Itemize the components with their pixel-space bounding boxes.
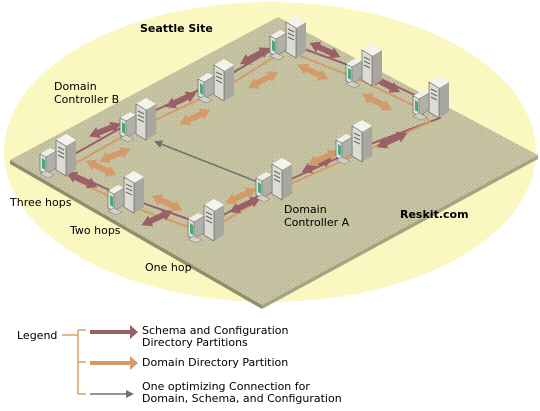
reskit-domain-plane [10,17,538,305]
site-label: Seattle Site [140,22,213,35]
three-hops-label: Three hops [10,196,72,209]
legend-item-schema-line1: Schema and Configuration [142,324,289,337]
legend-title: Legend [17,329,58,342]
domain-label: Reskit.com [400,208,469,221]
legend-bracket [62,329,86,395]
legend-item-optimizing-line1: One optimizing Connection for [142,380,310,393]
dc-b-label-line2: Controller B [54,93,120,106]
optimizing-connection-arrow [154,140,269,187]
dc-a-label-line2: Controller A [284,216,350,229]
dc-a-label-line1: Domain [284,203,327,216]
one-hop-label: One hop [145,261,192,274]
plane-edge-right [262,155,538,309]
plane-edge-left [10,160,262,309]
domain-partition-arrows [85,63,393,212]
two-hops-label: Two hops [70,224,121,237]
dc-b-label-line1: Domain [54,80,97,93]
legend-schema-arrow [90,325,138,339]
legend-item-optimizing-line2: Domain, Schema, and Configuration [142,392,342,405]
legend-item-domain: Domain Directory Partition [142,356,289,369]
legend-item-schema-line2: Directory Partitions [142,336,248,349]
legend-domain-arrow [90,356,138,370]
